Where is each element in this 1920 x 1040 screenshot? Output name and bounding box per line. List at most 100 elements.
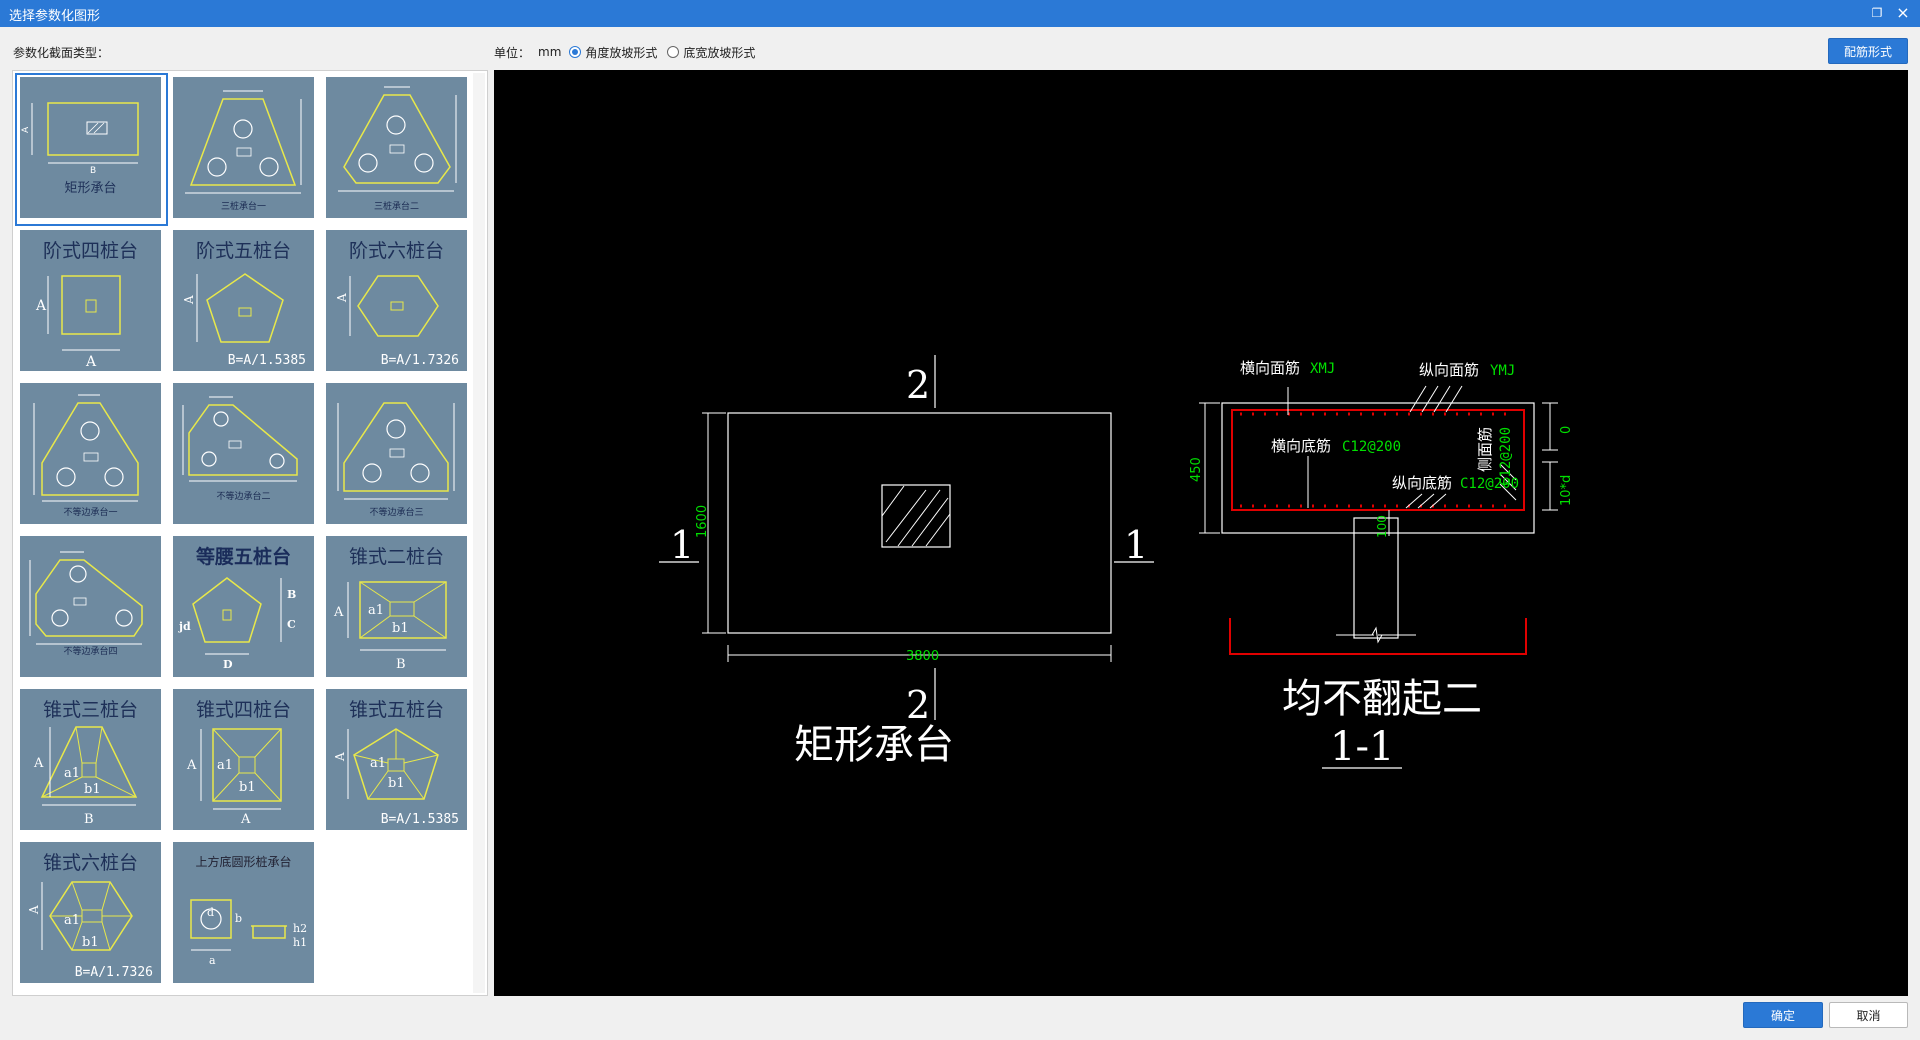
thumb-step-five[interactable]: 阶式五桩台 A B=A/1.5385 bbox=[168, 226, 321, 379]
restore-icon[interactable]: ❐ bbox=[1871, 6, 1883, 20]
thumb-bottom-label: 三桩承台二 bbox=[373, 202, 419, 212]
thumb-title: 等腰五桩台 bbox=[195, 546, 291, 568]
thumb-three-pile-2[interactable]: 三桩承台二 bbox=[321, 73, 474, 226]
plan-title: 矩形承台 bbox=[794, 722, 954, 768]
dim-a: A bbox=[333, 605, 344, 620]
label-bottom-transverse-val: C12@200 bbox=[1342, 439, 1401, 455]
unequal-3-drawing bbox=[337, 402, 455, 500]
unit-bar: 单位： mm 角度放坡形式 底宽放坡形式 bbox=[494, 42, 765, 62]
thumb-unequal-2[interactable]: 不等边承台二 bbox=[168, 379, 321, 532]
dim-a: A bbox=[182, 295, 196, 305]
dim-d: d bbox=[207, 906, 214, 919]
section-title: 均不翻起二 bbox=[1282, 676, 1482, 722]
dim-b1: b1 bbox=[84, 782, 101, 797]
thumb-step-six[interactable]: 阶式六桩台 A B=A/1.7326 bbox=[321, 226, 474, 379]
thumb-image: 阶式四桩台 A A bbox=[20, 230, 161, 371]
isosceles-five-drawing: B C jd D bbox=[178, 577, 296, 671]
thumb-rect-cap[interactable]: A B 矩形承台 bbox=[15, 73, 168, 226]
label-bottom-longitudinal: 纵向底筋 bbox=[1392, 474, 1452, 492]
preview-drawing: 2 2 1 1 1600 3800 矩形承台 bbox=[659, 355, 1574, 770]
thumb-title: 阶式四桩台 bbox=[42, 240, 138, 262]
thumb-bottom-label: 矩形承台 bbox=[64, 181, 117, 196]
dim-b: B bbox=[287, 588, 296, 601]
thumb-image: 不等边承台四 bbox=[20, 536, 161, 677]
plan-mark-top: 2 bbox=[906, 363, 930, 407]
dim-jd: jd bbox=[178, 620, 191, 633]
svg-text:B: B bbox=[90, 166, 96, 176]
rebar-form-button[interactable]: 配筋形式 bbox=[1828, 38, 1908, 64]
thumb-cone-six[interactable]: 锥式六桩台 A a1 b1 B=A/1.7326 bbox=[15, 838, 168, 991]
plan-dim-height: 1600 bbox=[695, 505, 710, 538]
thumb-image: 不等边承台二 bbox=[173, 383, 314, 524]
plan-dim-width: 3800 bbox=[906, 649, 939, 664]
thumb-image: 不等边承台一 bbox=[20, 383, 161, 524]
unequal-1-drawing bbox=[33, 394, 139, 502]
dim-b: B bbox=[84, 812, 94, 827]
dim-a: A bbox=[186, 758, 197, 773]
thumb-image: 三桩承台二 bbox=[326, 77, 467, 218]
ok-button[interactable]: 确定 bbox=[1743, 1002, 1823, 1028]
dim-b: b bbox=[235, 912, 242, 925]
thumb-bottom-label: 不等边承台三 bbox=[369, 508, 424, 518]
dim-b: B bbox=[396, 657, 406, 672]
thumb-image: 锥式二桩台 A a1 b1 B bbox=[326, 536, 467, 677]
window-title: 选择参数化图形 bbox=[9, 9, 101, 24]
unit-label: 单位： bbox=[494, 45, 531, 60]
dim-a2: A bbox=[85, 354, 97, 370]
thumb-title: 锥式四桩台 bbox=[195, 699, 291, 721]
thumb-image: 三桩承台一 bbox=[173, 77, 314, 218]
thumb-isosceles-five[interactable]: 等腰五桩台 B C jd D bbox=[168, 532, 321, 685]
thumb-title: 阶式六桩台 bbox=[348, 240, 444, 262]
label-side-val: C12@200 bbox=[1498, 427, 1514, 486]
section-name: 1-1 bbox=[1330, 724, 1394, 770]
thumb-title: 锥式六桩台 bbox=[42, 852, 138, 874]
thumb-bottom-label: 不等边承台二 bbox=[216, 492, 271, 502]
section-dim-cover: 100 bbox=[1375, 515, 1389, 538]
dim-a1: a1 bbox=[370, 756, 386, 771]
plan-mark-left: 1 bbox=[670, 523, 694, 567]
three-pile-2-drawing bbox=[338, 86, 457, 192]
thumb-step-four[interactable]: 阶式四桩台 A A bbox=[15, 226, 168, 379]
radio-width-slope[interactable]: 底宽放坡形式 bbox=[667, 44, 755, 61]
dim-a: A bbox=[333, 752, 347, 762]
dim-h1: h1 bbox=[293, 936, 307, 949]
dim-b1: b1 bbox=[388, 776, 405, 791]
thumb-title: 阶式五桩台 bbox=[195, 240, 291, 262]
rect-cap-drawing: A B bbox=[21, 102, 139, 176]
section-dim-height: 450 bbox=[1189, 457, 1204, 482]
dim-a1: a1 bbox=[368, 603, 384, 618]
thumb-cone-two[interactable]: 锥式二桩台 A a1 b1 B bbox=[321, 532, 474, 685]
thumb-image: A B 矩形承台 bbox=[20, 77, 161, 218]
label-bottom-longitudinal-val: C12@200 bbox=[1460, 476, 1519, 492]
thumbnail-scrollbar[interactable] bbox=[473, 73, 485, 993]
thumb-three-pile-1[interactable]: 三桩承台一 bbox=[168, 73, 321, 226]
dim-c: C bbox=[287, 618, 296, 631]
section-dim-right-top: 0 bbox=[1559, 426, 1574, 434]
thumb-cone-three[interactable]: 锥式三桩台 A a1 b1 B bbox=[15, 685, 168, 838]
thumb-cone-five[interactable]: 锥式五桩台 A a1 b1 B=A/1.5385 bbox=[321, 685, 474, 838]
label-top-longitudinal: 纵向面筋 bbox=[1419, 361, 1479, 379]
thumb-unequal-4[interactable]: 不等边承台四 bbox=[15, 532, 168, 685]
dim-b1: b1 bbox=[82, 935, 99, 950]
thumb-ratio-label: B=A/1.7326 bbox=[74, 965, 153, 980]
dim-a: A bbox=[27, 905, 41, 915]
thumb-image: 锥式四桩台 A a1 b1 A bbox=[173, 689, 314, 830]
radio-angle-slope-label: 角度放坡形式 bbox=[585, 45, 658, 60]
thumb-cone-four[interactable]: 锥式四桩台 A a1 b1 A bbox=[168, 685, 321, 838]
cancel-button[interactable]: 取消 bbox=[1829, 1002, 1908, 1028]
dim-a: A bbox=[35, 298, 47, 314]
thumb-unequal-1[interactable]: 不等边承台一 bbox=[15, 379, 168, 532]
plan-view: 2 2 1 1 1600 3800 矩形承台 bbox=[659, 355, 1154, 768]
label-top-transverse-val: XMJ bbox=[1310, 361, 1335, 377]
dim-a1: a1 bbox=[64, 766, 80, 781]
dim-b1: b1 bbox=[239, 780, 256, 795]
section-type-label: 参数化截面类型： bbox=[13, 46, 110, 60]
cone-two-drawing: A a1 b1 B bbox=[333, 581, 447, 672]
radio-angle-slope[interactable]: 角度放坡形式 bbox=[569, 44, 657, 61]
thumb-ratio-label: B=A/1.5385 bbox=[227, 353, 306, 368]
thumb-bottom-label: 不等边承台四 bbox=[63, 647, 118, 657]
thumb-title: 锥式五桩台 bbox=[348, 699, 444, 721]
thumb-unequal-3[interactable]: 不等边承台三 bbox=[321, 379, 474, 532]
thumb-square-round-cap[interactable]: 上方底圆形桩承台 d b a h2 h1 bbox=[168, 838, 321, 991]
close-icon[interactable]: × bbox=[1896, 3, 1910, 22]
